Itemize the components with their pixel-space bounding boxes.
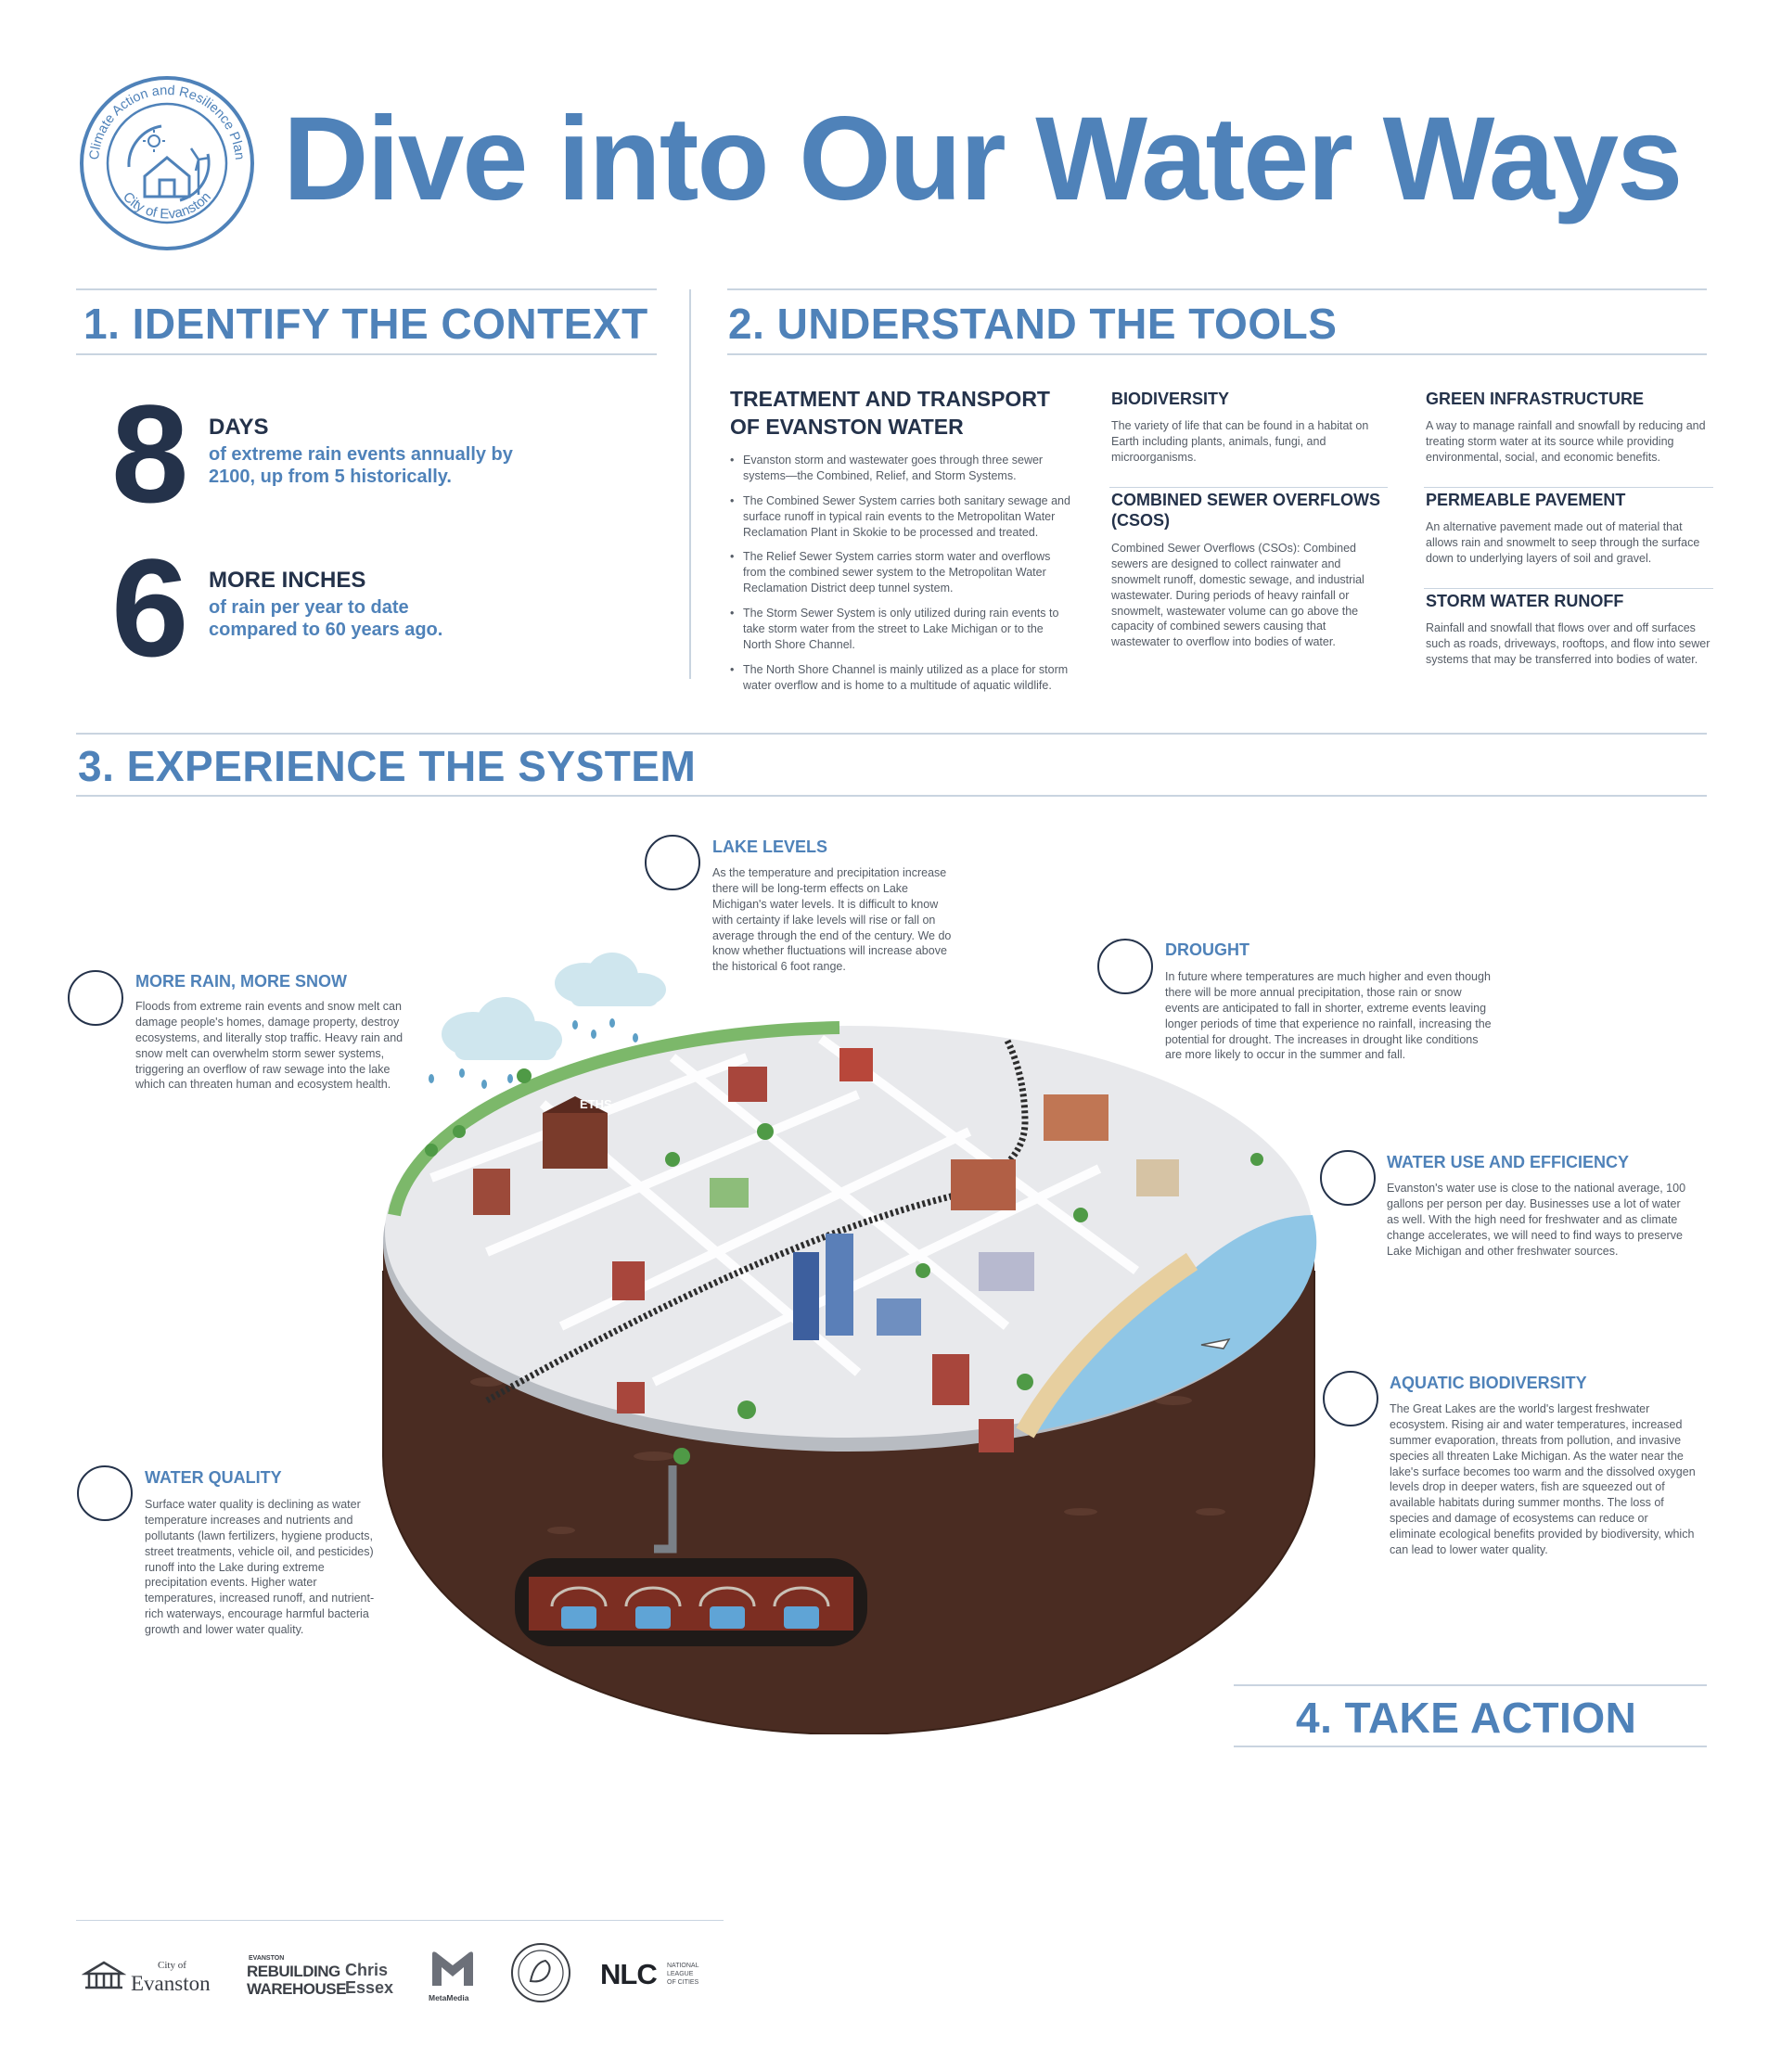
evanston-logo-text: Evanston [131,1972,211,1995]
drought-marker-icon [1097,939,1153,994]
divider [1234,1746,1707,1747]
seal-ring-bottom-text: City of Evanston [120,189,214,223]
section-title-tools: 2. UNDERSTAND THE TOOLS [728,300,1338,348]
stat-number-inches: 6 [111,530,189,685]
list-item: The Relief Sewer System carries storm wa… [730,549,1073,596]
evanston-logo-small-text: City of [158,1960,186,1971]
divider [1109,487,1388,488]
nlc-logo-line2: LEAGUE [667,1971,694,1977]
stat-number-days: 8 [111,376,189,531]
nlc-logo-line1: NATIONAL [667,1963,699,1969]
evanston-building-icon [82,1961,126,1989]
page-title: Dive into Our Water Ways [283,93,1683,225]
rebuilding-warehouse-line1: REBUILDING [247,1963,340,1980]
partner-circle-seal-icon [511,1943,570,2002]
stat-text-days: of extreme rain events annually by 2100,… [209,444,513,487]
section-title-experience: 3. EXPERIENCE THE SYSTEM [78,742,697,790]
treatment-bullet-list: Evanston storm and wastewater goes throu… [730,453,1073,702]
more-rain-heading: MORE RAIN, MORE SNOW [135,972,347,991]
eths-sign: ETHS [580,1097,612,1111]
aquatic-biodiversity-heading: AQUATIC BIODIVERSITY [1390,1374,1587,1392]
water-quality-text: Surface water quality is declining as wa… [145,1498,375,1636]
svg-text:City of Evanston: City of Evanston [120,189,214,223]
stat-text-inches: of rain per year to date compared to 60 … [209,597,443,640]
svg-text:Climate Action and Resilience: Climate Action and Resilience Plan [87,83,247,160]
metamedia-m-icon [432,1951,473,1986]
green-infrastructure-text: A way to manage rainfall and snowfall by… [1426,419,1706,464]
water-use-marker-icon [1320,1150,1376,1206]
storm-water-runoff-heading: STORM WATER RUNOFF [1426,592,1624,610]
lake-levels-marker-icon [645,835,700,890]
rain-cloud-icon [429,953,666,1094]
list-item: The Storm Sewer System is only utilized … [730,606,1073,653]
lake-levels-text: As the temperature and precipitation inc… [712,866,952,974]
water-use-text: Evanston's water use is close to the nat… [1387,1182,1686,1258]
section-title-context: 1. IDENTIFY THE CONTEXT [83,300,648,348]
chris-essex-logo-line1: Chris [345,1961,389,1979]
treatment-heading: TREATMENT AND TRANSPORT OF EVANSTON WATE… [730,387,1050,439]
biodiversity-heading: BIODIVERSITY [1111,390,1230,408]
more-rain-marker-icon [68,970,123,1026]
water-quality-heading: WATER QUALITY [145,1468,282,1487]
aquatic-biodiversity-text: The Great Lakes are the world's largest … [1390,1402,1696,1556]
divider [76,353,657,355]
more-rain-text: Floods from extreme rain events and snow… [135,1000,404,1092]
aquatic-biodiversity-marker-icon [1323,1371,1378,1426]
rebuilding-warehouse-top-text: EVANSTON [249,1955,285,1962]
house-icon [143,156,191,198]
storm-water-runoff-text: Rainfall and snowfall that flows over an… [1426,621,1711,666]
permeable-pavement-heading: PERMEABLE PAVEMENT [1426,491,1626,509]
divider [76,733,1707,735]
drought-heading: DROUGHT [1165,940,1249,959]
section-title-action: 4. TAKE ACTION [1296,1694,1637,1742]
biodiversity-text: The variety of life that can be found in… [1111,419,1369,464]
divider [76,1920,724,1921]
green-infrastructure-heading: GREEN INFRASTRUCTURE [1426,390,1645,408]
divider [1234,1684,1707,1686]
metamedia-logo-text: MetaMedia [429,1993,469,2002]
water-system-illustration: ETHS [382,1021,1317,1734]
chris-essex-logo-line2: Essex [345,1978,394,1997]
rebuilding-warehouse-line2: WAREHOUSE [247,1980,346,1998]
divider [1424,487,1713,488]
sun-icon [143,130,165,152]
nlc-logo-line3: OF CITIES [667,1979,699,1986]
list-item: Evanston storm and wastewater goes throu… [730,453,1073,484]
seal-ring-top-text: Climate Action and Resilience Plan [87,83,247,160]
lake-levels-heading: LAKE LEVELS [712,838,828,856]
nlc-logo-text: NLC [600,1958,658,1990]
column-divider [689,289,691,679]
water-quality-marker-icon [77,1465,133,1521]
divider [76,288,657,290]
drought-text: In future where temperatures are much hi… [1165,970,1492,1062]
cycle-arrows-icon [127,124,211,202]
divider [1424,588,1713,589]
cso-heading: COMBINED SEWER OVERFLOWS (CSOS) [1111,491,1381,530]
permeable-pavement-text: An alternative pavement made out of mate… [1426,520,1700,565]
divider [727,353,1707,355]
water-use-heading: WATER USE AND EFFICIENCY [1387,1153,1630,1171]
climate-plan-seal-logo: Climate Action and Resilience Plan City … [80,76,254,250]
stat-heading-inches: MORE INCHES [209,568,366,593]
cso-text: Combined Sewer Overflows (CSOs): Combine… [1111,542,1365,649]
list-item: The North Shore Channel is mainly utiliz… [730,662,1073,694]
stat-heading-days: DAYS [209,415,269,440]
divider [727,288,1707,290]
divider [76,795,1707,797]
list-item: The Combined Sewer System carries both s… [730,493,1073,541]
